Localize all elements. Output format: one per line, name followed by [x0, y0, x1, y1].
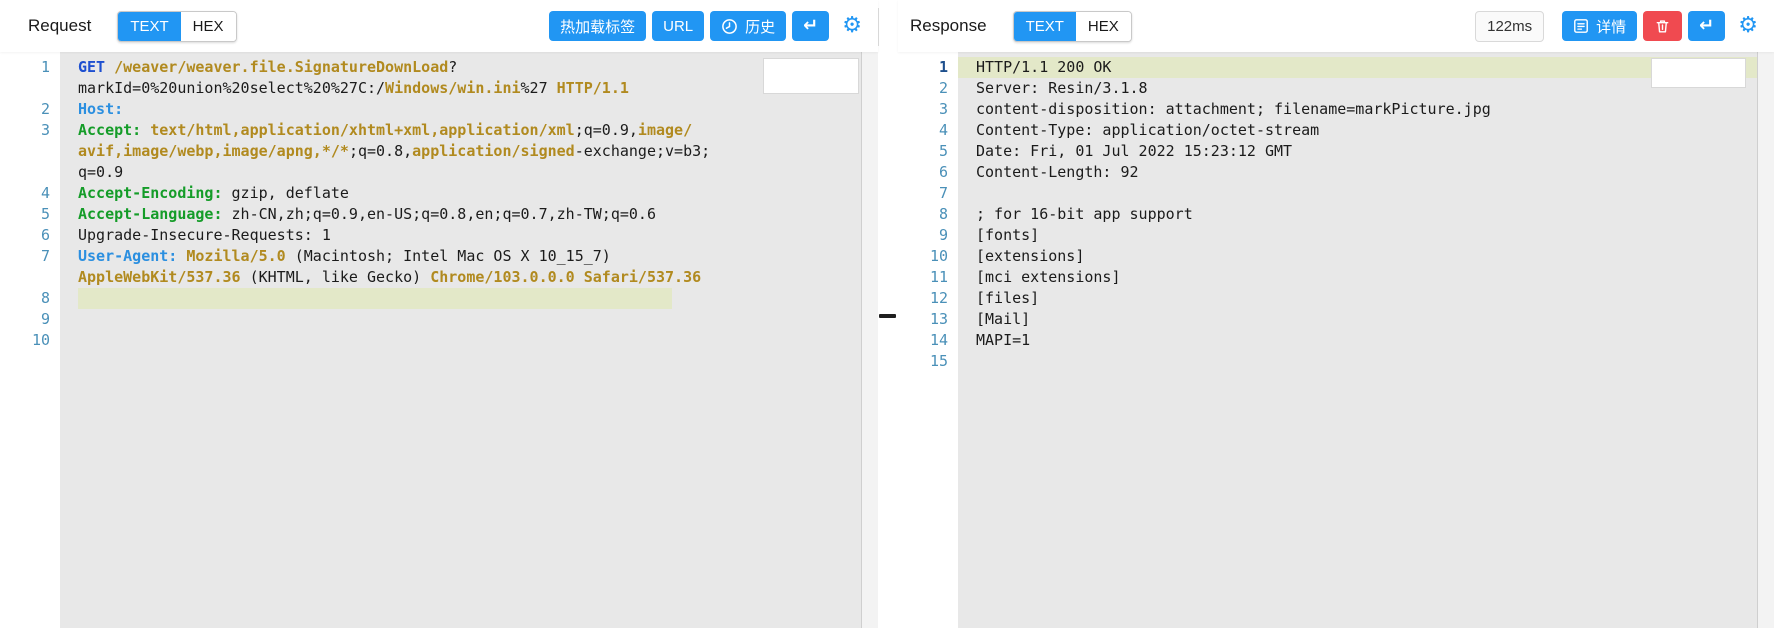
line-number: 8 — [40, 289, 50, 307]
line-number: 7 — [40, 247, 50, 265]
details-button[interactable]: 详情 — [1562, 11, 1638, 41]
tab-response-hex[interactable]: HEX — [1075, 11, 1131, 41]
line-number: 15 — [929, 352, 948, 370]
code-line — [958, 351, 1757, 372]
response-settings-gear-icon[interactable]: ⚙ — [1738, 13, 1758, 38]
line-number: 2 — [40, 100, 50, 118]
hot-reload-tags-button[interactable]: 热加载标签 — [549, 11, 647, 41]
code-line: ; for 16-bit app support — [976, 205, 1193, 223]
code-line — [60, 288, 861, 309]
line-number: 7 — [938, 184, 948, 202]
line-number: 9 — [938, 226, 948, 244]
request-panel: Request TEXT HEX 热加载标签 URL 历史 ↵ ⚙ — [0, 0, 878, 638]
request-editor: 1 2 3 4 5 6 7 8 9 10 GET /weaver/weaver.file.Sign… — [0, 52, 878, 628]
code-line: Accept-Encoding: gzip, deflate — [78, 184, 349, 202]
code-line: markId=0%20union%20select%20%27C:/Window… — [78, 79, 629, 97]
code-line: Accept-Language: zh-CN,zh;q=0.9,en-US;q=… — [78, 205, 656, 223]
line-number: 4 — [40, 184, 50, 202]
line-number — [0, 78, 60, 99]
minimap[interactable] — [763, 58, 859, 94]
response-view-toggle: TEXT HEX — [1012, 10, 1132, 42]
line-number: 5 — [938, 142, 948, 160]
line-number: 2 — [938, 79, 948, 97]
code-line: Accept: text/html,application/xhtml+xml,… — [78, 121, 693, 139]
line-number: 1 — [40, 58, 50, 76]
response-panel-title: Response — [910, 16, 987, 35]
line-number: 12 — [929, 289, 948, 307]
response-panel: Response TEXT HEX 122ms 详情 — [898, 0, 1774, 638]
line-number: 10 — [31, 331, 50, 349]
code-line: Date: Fri, 01 Jul 2022 15:23:12 GMT — [976, 142, 1293, 160]
line-number: 5 — [40, 205, 50, 223]
request-scrollbar-track[interactable] — [861, 52, 878, 628]
code-line: AppleWebKit/537.36 (KHTML, like Gecko) C… — [78, 268, 702, 286]
line-number: 10 — [929, 247, 948, 265]
clock-icon — [721, 18, 738, 35]
code-line — [958, 183, 1757, 204]
tab-request-text[interactable]: TEXT — [118, 11, 181, 41]
code-line: Content-Type: application/octet-stream — [976, 121, 1320, 139]
request-panel-title: Request — [28, 16, 92, 35]
line-number: 8 — [938, 205, 948, 223]
tab-response-text[interactable]: TEXT — [1013, 11, 1076, 41]
code-line: User-Agent: Mozilla/5.0 (Macintosh; Inte… — [78, 247, 611, 265]
code-line: [fonts] — [976, 226, 1040, 244]
code-line: avif,image/webp,image/apng,*/*;q=0.8,app… — [78, 142, 711, 160]
line-number: 1 — [938, 58, 948, 76]
code-line — [60, 330, 861, 351]
line-number-gutter: 1 2 3 4 5 6 7 8 9 10 — [0, 52, 60, 628]
return-icon: ↵ — [1699, 15, 1715, 36]
line-number: 14 — [929, 331, 948, 349]
delete-response-button[interactable] — [1643, 11, 1683, 41]
response-scrollbar-track[interactable] — [1757, 52, 1774, 628]
line-number: 3 — [40, 121, 50, 139]
line-number — [0, 141, 60, 162]
trash-icon — [1654, 18, 1671, 35]
line-number: 9 — [40, 310, 50, 328]
tab-request-hex[interactable]: HEX — [180, 11, 236, 41]
return-icon: ↵ — [803, 15, 819, 36]
code-content[interactable]: GET /weaver/weaver.file.SignatureDownLoa… — [60, 52, 861, 628]
send-response-button[interactable]: ↵ — [1688, 11, 1726, 41]
code-line: [files] — [976, 289, 1040, 307]
history-button[interactable]: 历史 — [710, 11, 787, 41]
line-number: 13 — [929, 310, 948, 328]
list-icon — [1573, 18, 1589, 34]
request-settings-gear-icon[interactable]: ⚙ — [842, 13, 862, 38]
request-header: Request TEXT HEX 热加载标签 URL 历史 ↵ ⚙ — [0, 0, 878, 52]
minimap[interactable] — [1651, 58, 1746, 88]
send-request-button[interactable]: ↵ — [792, 11, 830, 41]
line-number: 6 — [40, 226, 50, 244]
request-view-toggle: TEXT HEX — [117, 10, 237, 42]
code-line: HTTP/1.1 200 OK — [958, 57, 1757, 78]
code-line: [extensions] — [976, 247, 1085, 265]
details-button-label: 详情 — [1596, 18, 1627, 36]
line-number: 3 — [938, 100, 948, 118]
panel-splitter — [878, 0, 898, 638]
latency-badge: 122ms — [1475, 10, 1545, 42]
history-button-label: 历史 — [745, 18, 776, 36]
line-number — [0, 162, 60, 183]
code-line — [60, 309, 861, 330]
code-line: [Mail] — [976, 310, 1031, 328]
code-line: MAPI=1 — [976, 331, 1031, 349]
code-line: Server: Resin/3.1.8 — [976, 79, 1148, 97]
code-line: q=0.9 — [78, 163, 124, 181]
code-line: content-disposition: attachment; filenam… — [976, 100, 1491, 118]
code-line: [mci extensions] — [976, 268, 1121, 286]
code-line: Content-Length: 92 — [976, 163, 1139, 181]
code-line: Upgrade-Insecure-Requests: 1 — [78, 226, 331, 244]
url-encode-button[interactable]: URL — [652, 11, 705, 41]
splitter-grip[interactable] — [879, 314, 896, 318]
code-line: Host: — [78, 100, 124, 118]
line-number: 11 — [929, 268, 948, 286]
response-header: Response TEXT HEX 122ms 详情 — [898, 0, 1774, 52]
line-number — [0, 267, 60, 288]
line-number: 4 — [938, 121, 948, 139]
line-number: 6 — [938, 163, 948, 181]
code-line: GET /weaver/weaver.file.SignatureDownLoa… — [78, 58, 458, 76]
